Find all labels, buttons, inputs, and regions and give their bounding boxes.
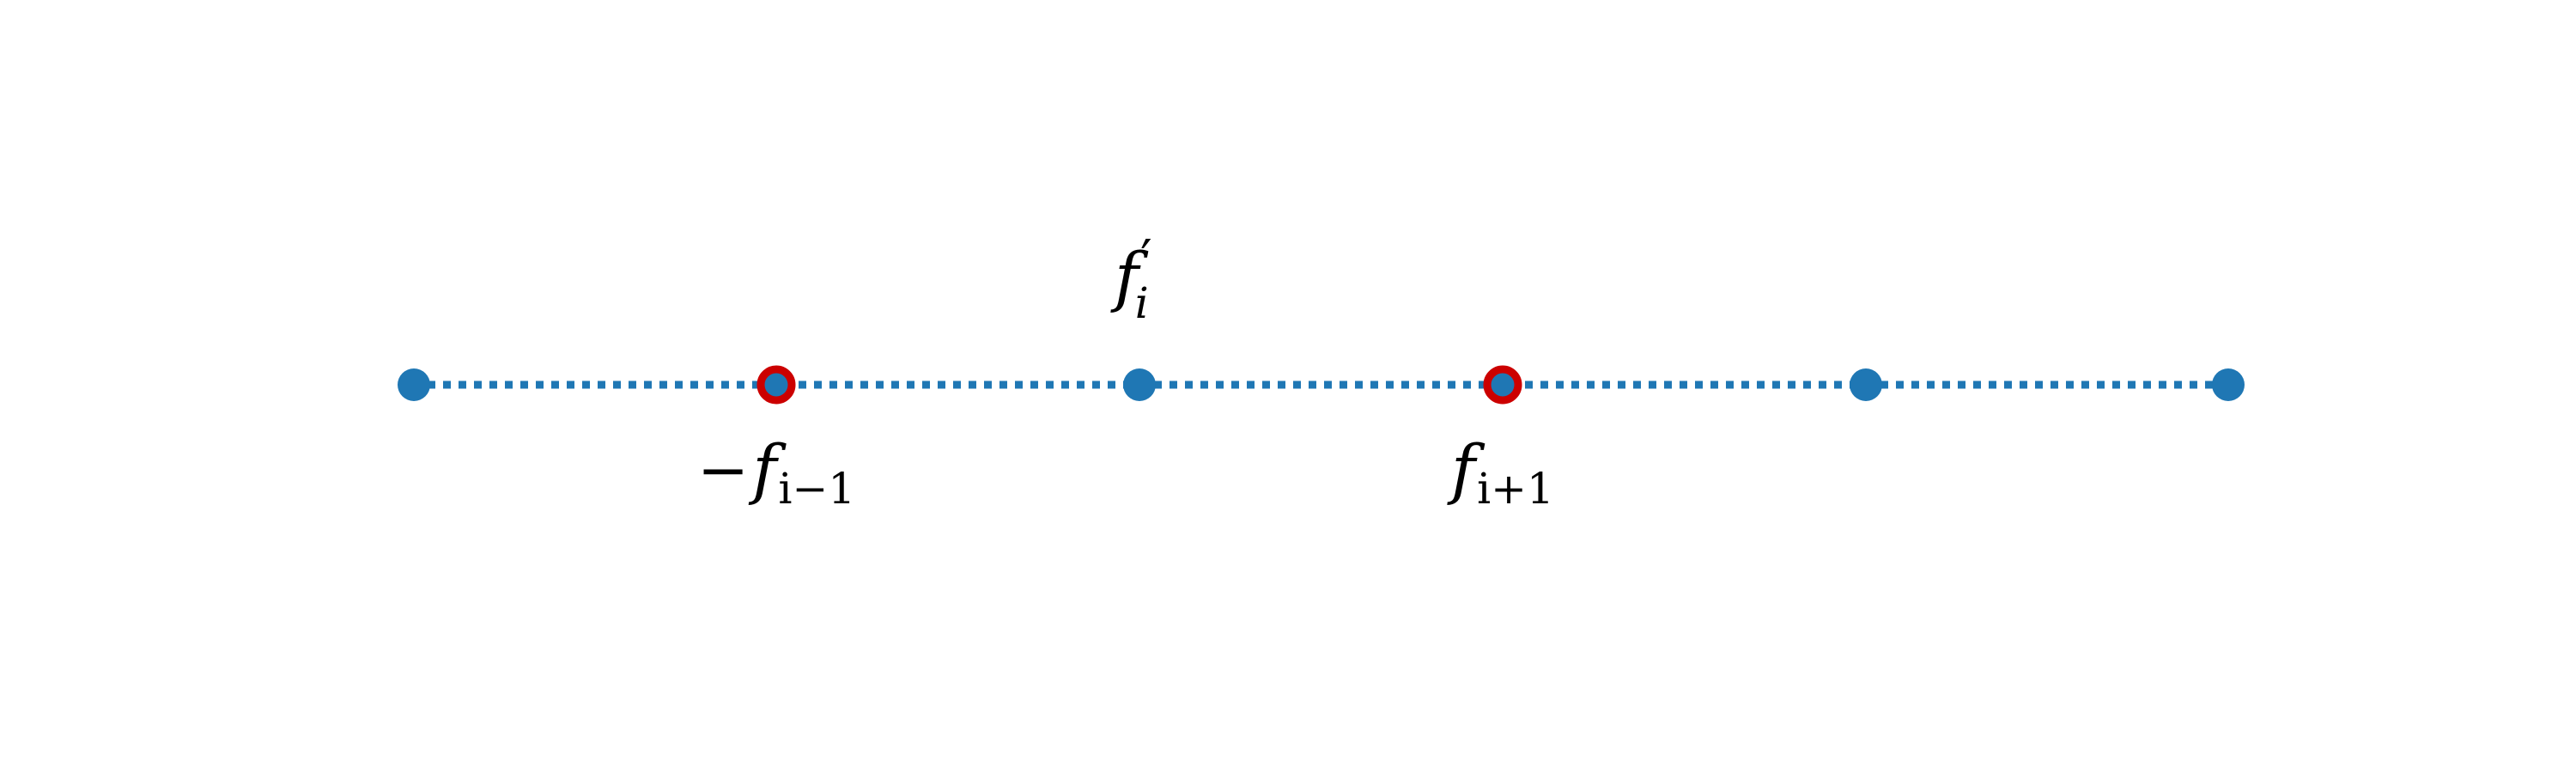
node-2-highlighted [756, 365, 796, 405]
label-f-i-plus-1-sub: i+1 [1477, 464, 1554, 514]
node-1 [398, 368, 430, 401]
label-neg-f-prefix: − [697, 434, 749, 506]
node-4-highlighted [1483, 365, 1522, 405]
label-f-prime-i-sup: ′ [1140, 229, 1152, 289]
node-6 [2212, 368, 2245, 401]
label-neg-f-i-minus-1: −fi−1 [697, 430, 855, 514]
label-f-prime-i-sub: i [1135, 278, 1149, 328]
label-neg-f-sub: i−1 [778, 464, 855, 514]
node-3 [1123, 368, 1156, 401]
node-5 [1850, 368, 1882, 401]
nodes-group [398, 365, 2245, 405]
label-f-prime-i: f′i [1110, 229, 1152, 328]
label-f-i-plus-1: fi+1 [1447, 430, 1554, 514]
